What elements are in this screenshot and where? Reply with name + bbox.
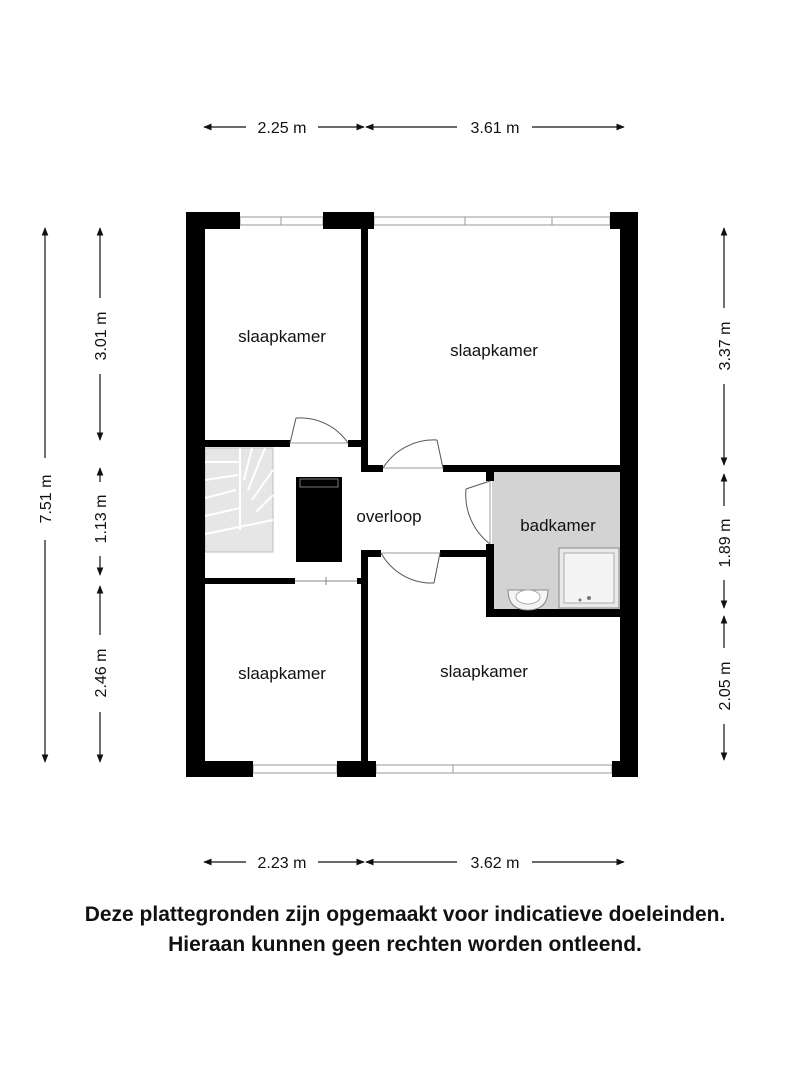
dimension-left-middle: 1.13 m xyxy=(93,467,110,576)
window-bottom-left xyxy=(252,764,338,774)
dimension-top-right-label: 3.61 m xyxy=(471,120,520,137)
dimension-top-right: 3.61 m xyxy=(365,120,625,137)
room-label-landing: overloop xyxy=(356,507,421,526)
dimension-top-left: 2.25 m xyxy=(203,120,365,137)
room-label-bathroom: badkamer xyxy=(520,516,596,535)
dimension-bottom-left: 2.23 m xyxy=(203,855,365,872)
shower xyxy=(558,547,620,609)
dimension-left-total: 7.51 m xyxy=(38,227,55,763)
door-bottom-right-bedroom xyxy=(380,552,441,584)
room-label-bedroom-top-right: slaapkamer xyxy=(450,341,538,360)
dimension-left-upper: 3.01 m xyxy=(93,227,110,441)
dimension-right-upper-label: 3.37 m xyxy=(717,322,734,371)
dimension-bottom-right-label: 3.62 m xyxy=(471,855,520,872)
dimension-left-lower-label: 2.46 m xyxy=(93,649,110,698)
staircase xyxy=(204,447,274,553)
dimension-bottom-right: 3.62 m xyxy=(365,855,625,872)
door-top-left-bedroom xyxy=(289,417,349,444)
door-bathroom xyxy=(465,480,491,545)
stairwell-opening xyxy=(296,477,342,562)
dimension-bottom-left-label: 2.23 m xyxy=(258,855,307,872)
room-label-bedroom-bottom-right: slaapkamer xyxy=(440,662,528,681)
walls xyxy=(186,212,638,777)
door-bottom-left-bedroom xyxy=(295,577,357,585)
room-label-bedroom-bottom-left: slaapkamer xyxy=(238,664,326,683)
dimension-right-middle: 1.89 m xyxy=(717,473,734,609)
dimension-left-lower: 2.46 m xyxy=(93,585,110,763)
dimension-right-middle-label: 1.89 m xyxy=(717,519,734,568)
door-top-right-bedroom xyxy=(382,439,444,469)
window-bottom-right xyxy=(375,764,613,774)
dimension-top-left-label: 2.25 m xyxy=(258,120,307,137)
dimension-right-lower: 2.05 m xyxy=(717,615,734,761)
sink xyxy=(507,589,549,611)
disclaimer-line-1: Deze plattegronden zijn opgemaakt voor i… xyxy=(84,903,726,926)
window-top-left xyxy=(239,216,324,226)
window-top-right xyxy=(373,216,611,226)
dimension-left-middle-label: 1.13 m xyxy=(93,495,110,544)
dimension-right-lower-label: 2.05 m xyxy=(717,662,734,711)
room-label-bedroom-top-left: slaapkamer xyxy=(238,327,326,346)
disclaimer-line-2: Hieraan kunnen geen rechten worden ontle… xyxy=(168,933,642,956)
dimension-left-total-label: 7.51 m xyxy=(38,475,55,524)
dimension-right-upper: 3.37 m xyxy=(717,227,734,466)
stairwell-opening-inner xyxy=(299,478,339,488)
dimension-left-upper-label: 3.01 m xyxy=(93,312,110,361)
